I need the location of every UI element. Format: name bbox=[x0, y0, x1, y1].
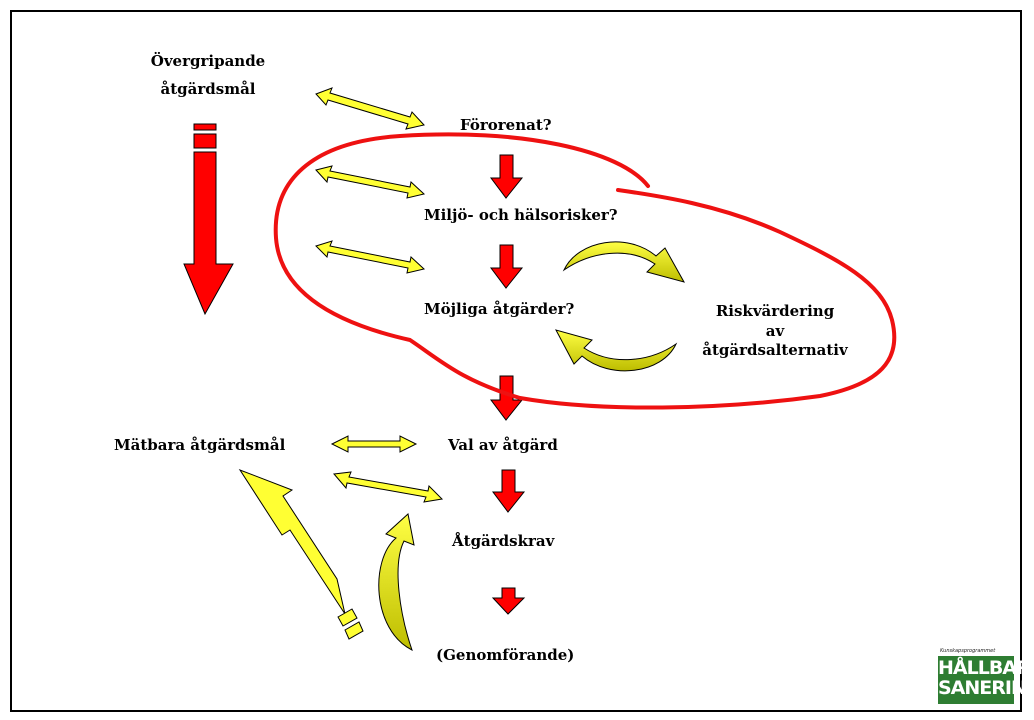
cycle-arrow-top bbox=[562, 241, 686, 283]
logo-line2: SANERING bbox=[938, 676, 1034, 699]
red-highlight-loop bbox=[273, 132, 897, 410]
big-red-down-arrow bbox=[183, 123, 234, 316]
risk-eval-line1: Riskvärdering bbox=[715, 302, 835, 320]
slide-frame bbox=[10, 10, 1022, 712]
choice-of-measure-label: Val av åtgärd bbox=[448, 436, 558, 454]
double-arrow-possible-measures bbox=[315, 240, 426, 274]
possible-measures-label: Möjliga åtgärder? bbox=[424, 300, 575, 318]
yellow-up-left-arrow bbox=[238, 468, 364, 640]
double-arrow-measurable-choice bbox=[330, 435, 418, 453]
risk-eval-line3: åtgärdsalternativ bbox=[702, 341, 848, 359]
red-down-arrow-2 bbox=[490, 244, 524, 289]
env-health-risks-label: Miljö- och hälsorisker? bbox=[424, 206, 618, 224]
measure-requirements-label: Åtgärdskrav bbox=[452, 532, 555, 550]
double-arrow-goal-contaminated bbox=[315, 87, 425, 130]
contaminated-label: Förorenat? bbox=[460, 116, 552, 134]
logo-line1: HÅLLBAR bbox=[938, 657, 1031, 679]
overall-goal-line1: Övergripande bbox=[150, 52, 266, 70]
red-down-arrow-3 bbox=[490, 375, 524, 421]
implementation-label: (Genomförande) bbox=[436, 646, 575, 664]
cycle-arrow-bottom bbox=[555, 329, 678, 372]
double-arrow-env-health bbox=[315, 165, 426, 199]
logo-tagline: Kunskapsprogrammet bbox=[940, 648, 996, 654]
red-down-arrow-5 bbox=[491, 587, 526, 615]
hallbar-sanering-logo: Kunskapsprogrammet HÅLLBAR SANERING bbox=[938, 648, 1034, 706]
measurable-goals-label: Mätbara åtgärdsmål bbox=[114, 436, 286, 454]
red-down-arrow-1 bbox=[490, 154, 524, 199]
yellow-curved-up-arrow bbox=[378, 513, 415, 651]
double-arrow-measurable-requirements bbox=[333, 471, 444, 503]
risk-evaluation-label: Riskvärdering av åtgärdsalternativ bbox=[700, 302, 850, 361]
overall-goal-label: Övergripande åtgärdsmål bbox=[118, 52, 298, 99]
risk-eval-line2: av bbox=[765, 321, 785, 340]
logo-box: HÅLLBAR SANERING bbox=[938, 656, 1034, 704]
red-down-arrow-4 bbox=[492, 469, 526, 513]
overall-goal-line2: åtgärdsmål bbox=[160, 79, 256, 98]
